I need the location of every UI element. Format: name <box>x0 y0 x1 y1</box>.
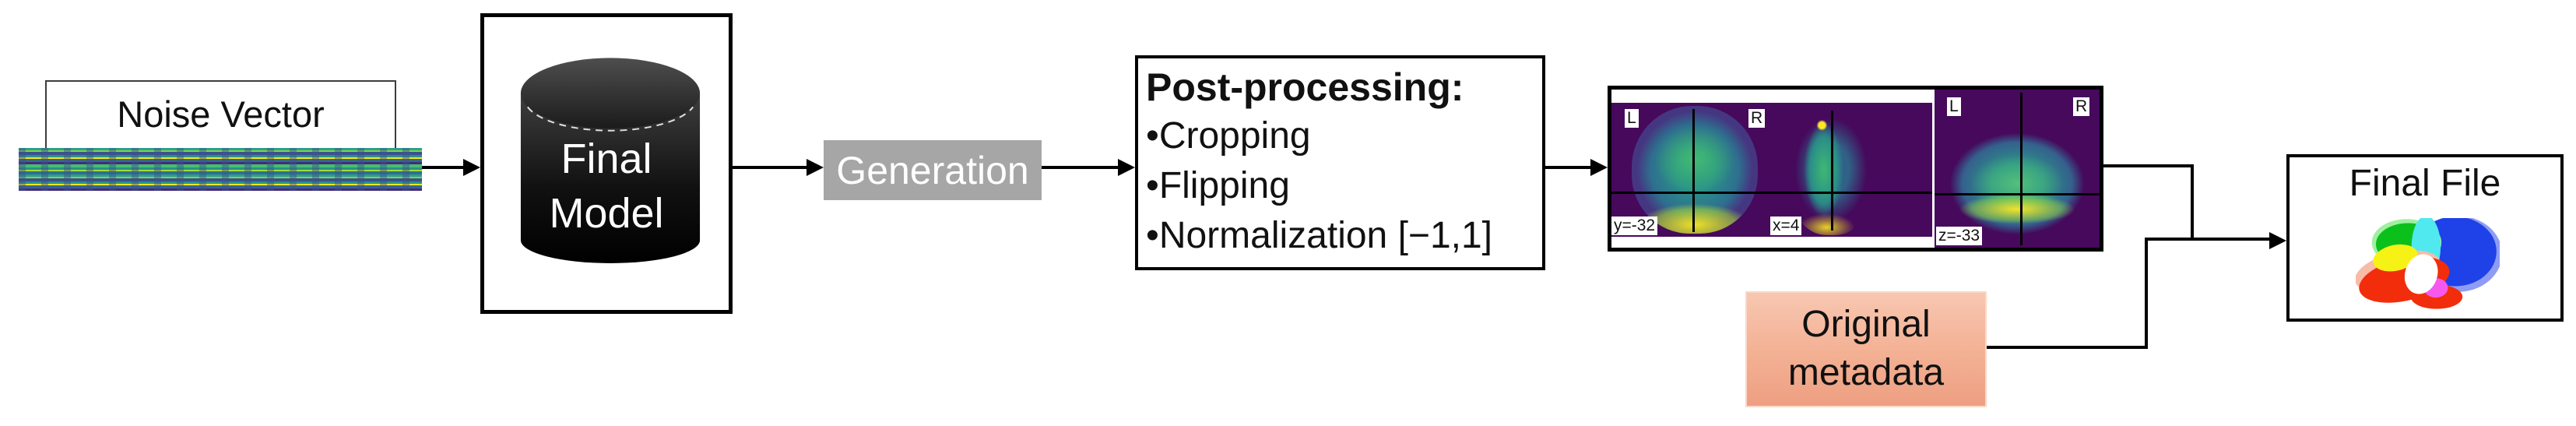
coronal-right-marker: R <box>1748 109 1766 128</box>
arrow-model-to-generation-line <box>733 166 808 169</box>
post-processing-title: Post-processing: <box>1146 65 1464 109</box>
arrow-noise-to-model-head <box>463 159 480 176</box>
original-metadata-box: Original metadata <box>1745 291 1987 407</box>
connector-mri-horizontal <box>2103 164 2194 167</box>
final-file-box: Final File <box>2286 154 2564 322</box>
bullet-glyph: • <box>1146 115 1159 157</box>
post-processing-item-cropping: •Cropping <box>1146 115 1311 157</box>
original-metadata-label-line1: Original <box>1801 304 1931 345</box>
final-model-box: Final Model <box>480 13 733 314</box>
coronal-brain-blob <box>1632 106 1758 234</box>
connector-metadata-horizontal <box>1987 346 2148 349</box>
axial-right-marker: R <box>2073 97 2090 116</box>
crosshair-horizontal <box>1611 192 1932 194</box>
coronal-crosshair-vertical <box>1692 109 1695 232</box>
generation-box: Generation <box>824 140 1042 200</box>
connector-mri-vertical <box>2191 164 2194 241</box>
final-file-title: Final File <box>2349 163 2501 204</box>
arrow-postprocessing-to-mri-head <box>1590 159 1608 176</box>
mri-slice-coronal-sagittal-image: L R y=-32 x=4 <box>1611 103 1932 237</box>
arrow-merge-to-finalfile-head <box>2269 232 2286 249</box>
sagittal-crosshair-vertical <box>1831 111 1833 231</box>
arrow-generation-to-postprocessing-head <box>1118 159 1135 176</box>
mri-slice-axial-image: L R z=-33 <box>1935 90 2100 248</box>
coronal-coordinate-label: y=-32 <box>1611 217 1658 235</box>
post-processing-box: Post-processing: •Cropping •Flipping •No… <box>1135 55 1545 270</box>
noise-vector-label: Noise Vector <box>117 93 325 135</box>
database-cylinder-icon <box>520 58 701 263</box>
bullet-glyph: • <box>1146 215 1159 256</box>
axial-brain-blob <box>1944 124 2090 239</box>
arrow-noise-to-model-line <box>422 166 465 169</box>
arrow-generation-to-postprocessing-line <box>1042 166 1118 169</box>
axial-coordinate-label: z=-33 <box>1936 227 1983 245</box>
axial-crosshair-horizontal <box>1935 193 2100 195</box>
connector-merge-horizontal <box>2145 238 2271 241</box>
connector-metadata-vertical <box>2145 238 2148 349</box>
sagittal-coordinate-label: x=4 <box>1770 217 1802 235</box>
post-processing-item-normalization: •Normalization [−1,1] <box>1146 215 1493 256</box>
final-model-label-line2: Model <box>549 190 664 237</box>
final-model-label-line1: Final <box>561 136 652 182</box>
axial-left-marker: L <box>1947 97 1961 116</box>
generation-label: Generation <box>836 148 1029 192</box>
brain-icon <box>2356 218 2500 309</box>
arrow-postprocessing-to-mri-line <box>1545 166 1590 169</box>
bullet-glyph: • <box>1146 165 1159 206</box>
noise-vector-image <box>19 148 422 191</box>
original-metadata-label-line2: metadata <box>1787 352 1945 393</box>
axial-crosshair-vertical <box>2020 93 2022 245</box>
post-processing-item-flipping: •Flipping <box>1146 165 1290 206</box>
coronal-left-marker: L <box>1625 109 1639 128</box>
mri-slices-panel: L R y=-32 x=4 L R z=-33 <box>1608 86 2103 252</box>
arrow-model-to-generation-head <box>807 159 824 176</box>
